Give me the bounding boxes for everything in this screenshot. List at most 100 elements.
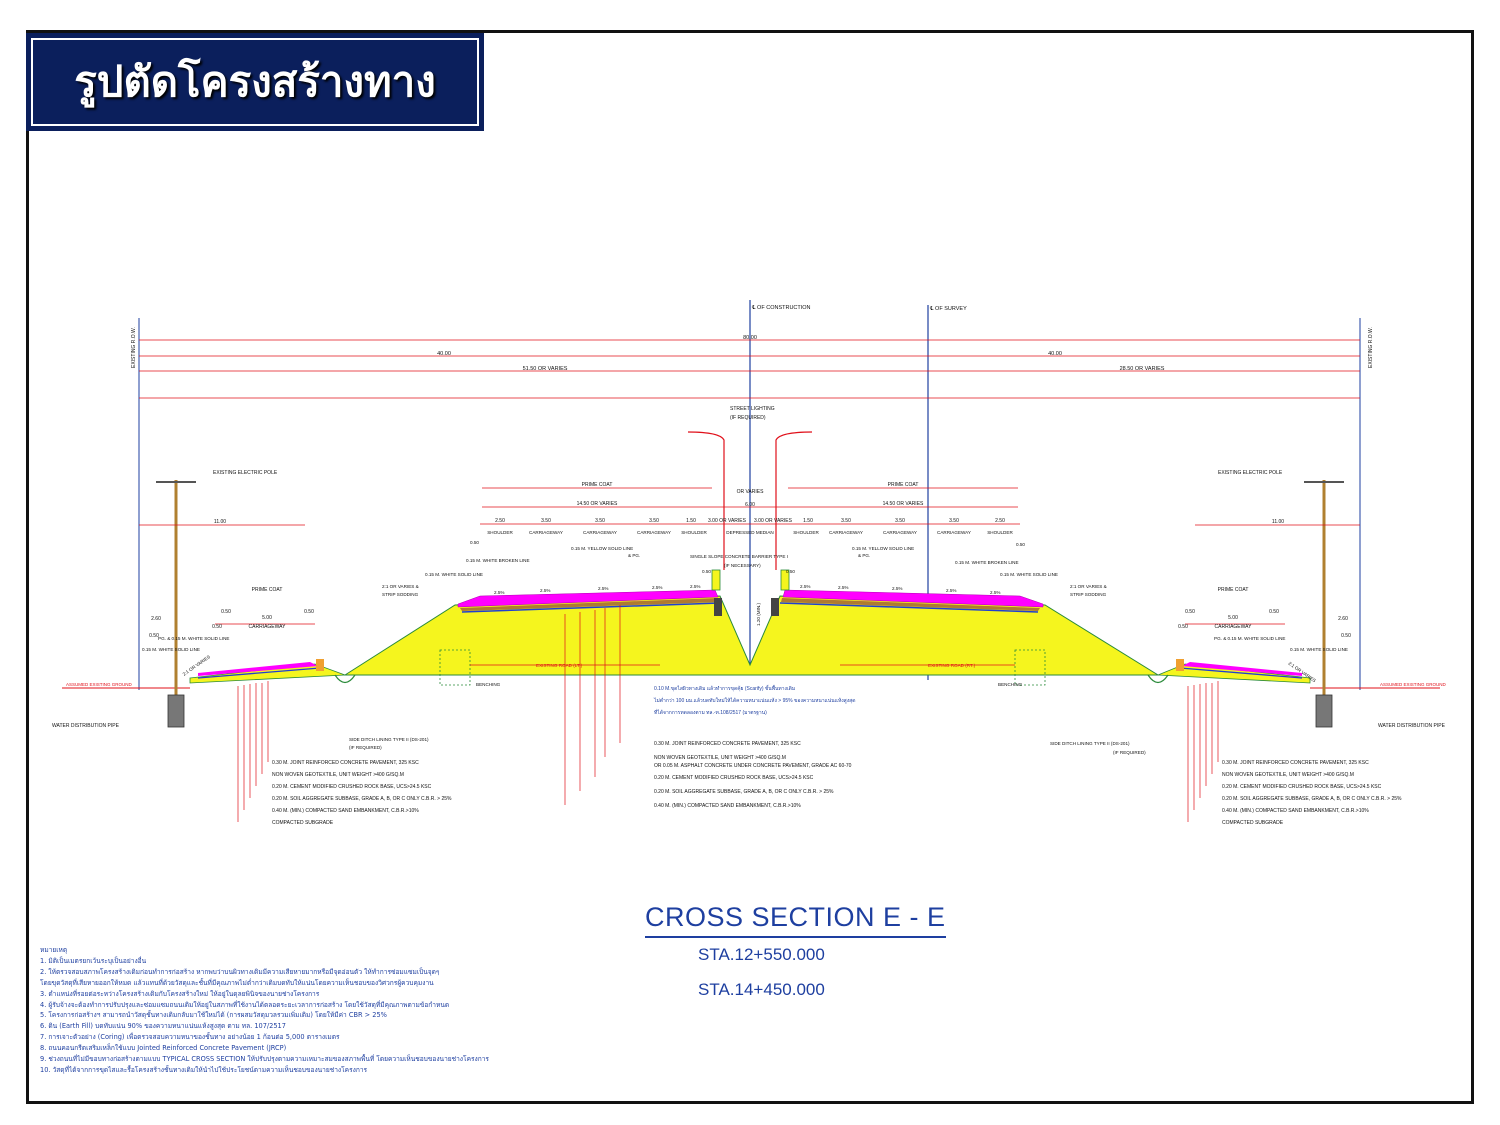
water-pipe-right — [1315, 694, 1333, 728]
label-fr-cw-left: CARRIAGEWAY — [249, 624, 287, 630]
label-side-ditch-left: SIDE DITCH LINING TYPE II (DS-201) — [349, 737, 429, 742]
label-water-pipe-left: WATER DISTRIBUTION PIPE — [52, 723, 120, 729]
main-dimension-lines — [480, 487, 1020, 525]
pavement-left-geotextile — [461, 602, 721, 613]
label-side-ditch-right-note: (IF REQUIRED) — [1113, 750, 1146, 755]
text-frontage-left: 11.00 — [214, 519, 226, 525]
label-barrier: SINGLE SLOPE CONCRETE BARRIER TYPE I — [690, 554, 788, 559]
label-white-broken-left: 0.15 M. WHITE BROKEN LINE — [466, 558, 530, 563]
lane-label-shoulder-l: SHOULDER — [487, 530, 513, 535]
label-pg-white-right: PG. & 0.15 M. WHITE SOLID LINE — [1214, 636, 1285, 641]
notes-heading: หมายเหตุ — [40, 946, 68, 954]
main-embankment — [343, 569, 1160, 686]
frontage-dimension-texts: 11.00 11.00 PRIME COAT PRIME COAT 0.50 0… — [149, 519, 1351, 639]
drain-left — [714, 598, 722, 616]
drain-right — [771, 598, 779, 616]
label-yellow-line-right: 0.15 M. YELLOW SOLID LINE — [852, 546, 914, 551]
title-inner-border: รูปตัดโครงสร้างทาง — [31, 38, 479, 126]
marking-labels: 0.50 0.50 0.15 M. YELLOW SOLID LINE & PG… — [382, 540, 1107, 626]
text-frontage-right: 11.00 — [1272, 519, 1284, 525]
slope-8: 2.5% — [892, 586, 902, 591]
row-label-right: EXISTING R.O.W. — [1368, 327, 1374, 368]
layer-left-4: 0.20 M. SOIL AGGREGATE SUBBASE, GRADE A,… — [272, 796, 452, 802]
barrier-right — [780, 569, 790, 591]
label-white-solid-fr-left: 0.15 M. WHITE SOLID LINE — [142, 647, 200, 652]
label-strip-sodding-right: STRIP SODDING — [1070, 592, 1107, 597]
text-shoulder-right-dim: 2.50 — [995, 518, 1005, 524]
layer-center-3: OR 0.05 M. ASPHALT CONCRETE UNDER CONCRE… — [654, 763, 852, 769]
text-lane-5: 3.50 — [895, 518, 905, 524]
label-pg-white-left: PG. & 0.15 M. WHITE SOLID LINE — [158, 636, 229, 641]
slope-10: 2.5% — [990, 590, 1000, 595]
text-lane-3: 3.50 — [649, 518, 659, 524]
label-pole-left: EXISTING ELECTRIC POLE — [213, 470, 278, 476]
text-lane-1: 3.50 — [541, 518, 551, 524]
frontage-labels: PG. & 0.15 M. WHITE SOLID LINE PG. & 0.1… — [142, 636, 1348, 755]
barrier-left — [711, 569, 721, 591]
note-item: 10. วัสดุที่ได้จากการขุดไสและรื้อโครงสร้… — [40, 1065, 368, 1074]
note-item: 1. มิติเป็นเมตรยกเว้นระบุเป็นอย่างอื่น — [40, 956, 147, 965]
dim-left-half: 40.00 — [437, 351, 451, 357]
scarify-line-2: ไม่ต่ำกว่า 100 มม.แล้วบดทับใหม่ให้ได้ควา… — [653, 697, 855, 704]
label-pg-right: & PG. — [858, 553, 870, 558]
frontage-right — [1157, 659, 1311, 684]
text-median-half-left: 3.00 OR VARIES — [708, 518, 747, 524]
label-pole-right: EXISTING ELECTRIC POLE — [1218, 470, 1283, 476]
label-existing-road-right: EXISTING ROAD (RT.) — [928, 663, 976, 668]
side-ditch-left — [334, 674, 356, 684]
note-item: 7. การเจาะตัวอย่าง (Coring) เพื่อตรวจสอบ… — [40, 1033, 340, 1042]
slope-3: 2.5% — [598, 586, 608, 591]
label-offset-right: 0.50 — [1016, 542, 1025, 547]
pavement-right-geotextile — [779, 602, 1039, 613]
frontage-left — [189, 659, 346, 684]
slope-7: 2.5% — [838, 585, 848, 590]
slope-labels: 2.5% 2.5% 2.5% 2.5% 2.5% 2.5% 2.5% 2.5% … — [494, 584, 1000, 595]
text-fr-shoulder-right-1: 0.50 — [1185, 609, 1195, 615]
label-side-ditch-right: SIDE DITCH LINING TYPE II (DS-201) — [1050, 741, 1130, 746]
text-fr-edge-left: 2.60 — [151, 616, 161, 622]
text-or-varies: OR VARIES — [737, 489, 765, 495]
text-fr-shoulder-left-2: 0.50 — [304, 609, 314, 615]
label-sodding-left: 2:1 OR VARIES & — [382, 584, 419, 589]
text-inner-shoulder-left: 1.50 — [686, 518, 696, 524]
layer-right-3: 0.20 M. CEMENT MODIFIED CRUSHED ROCK BAS… — [1222, 784, 1382, 790]
text-prime-coat-left: PRIME COAT — [582, 482, 613, 488]
electric-pole-left — [156, 480, 196, 728]
label-benching-right: BENCHING — [998, 682, 1023, 687]
frontage-left-curb — [316, 659, 324, 671]
text-fr-offset-left: 0.50 — [212, 624, 222, 630]
text-fr-edge-right: 2.60 — [1338, 616, 1348, 622]
existing-road-left-box — [439, 649, 471, 686]
main-dimension-texts: PRIME COAT PRIME COAT OR VARIES 14.50 OR… — [495, 482, 1005, 524]
text-prime-coat-right: PRIME COAT — [888, 482, 919, 488]
lane-label-shoulder-r: SHOULDER — [987, 530, 1013, 535]
label-if-necessary: (IF NECESSARY) — [724, 563, 761, 568]
slope-9: 2.5% — [946, 588, 956, 593]
scarify-line-3: ที่ได้จากการทดลองตาม ทล.-ท.108/2517 (มาต… — [654, 709, 767, 716]
layer-left-5: 0.40 M. (MIN.) COMPACTED SAND EMBANKMENT… — [272, 808, 419, 814]
text-shoulder-left-dim: 2.50 — [495, 518, 505, 524]
lane-label-median: DEPRESSED MEDIAN — [726, 530, 773, 535]
layer-right-6: COMPACTED SUBGRADE — [1222, 820, 1284, 826]
text-fr-shoulder-right-2: 0.50 — [1269, 609, 1279, 615]
cross-section-title: CROSS SECTION E - E — [645, 902, 946, 938]
scarify-note: 0.10 M.ขุดไสผิวทางเดิม แล้วทำการขุดคุ้ย … — [653, 683, 855, 716]
dim-right-varies: 28.50 OR VARIES — [1120, 366, 1165, 372]
street-light-left — [687, 431, 725, 570]
electric-pole-right — [1304, 480, 1344, 728]
frontage-left-geotextile — [197, 667, 321, 679]
label-white-solid-left: 0.15 M. WHITE SOLID LINE — [425, 572, 483, 577]
pavement-right-base — [781, 598, 1040, 611]
label-median-depth: 1.20 (MIN.) — [756, 603, 761, 626]
layer-right-4: 0.20 M. SOIL AGGREGATE SUBBASE, GRADE A,… — [1222, 796, 1402, 802]
top-dimensions — [139, 339, 1360, 399]
frontage-left-surface — [198, 662, 318, 676]
row-boundaries: EXISTING R.O.W. EXISTING R.O.W. — [131, 318, 1374, 690]
text-prime-coat-fr-right: PRIME COAT — [1218, 587, 1249, 593]
frontage-right-surface — [1182, 662, 1302, 676]
dim-right-half: 40.00 — [1048, 351, 1062, 357]
layer-center-6: 0.40 M. (MIN.) COMPACTED SAND EMBANKMENT… — [654, 803, 801, 809]
note-item: 8. ถนนคอนกรีตเสริมเหล็กใช้แบบ Jointed Re… — [40, 1044, 287, 1053]
label-centerline-construction: ℄ OF CONSTRUCTION — [751, 305, 811, 311]
layer-left-3: 0.20 M. CEMENT MODIFIED CRUSHED ROCK BAS… — [272, 784, 432, 790]
